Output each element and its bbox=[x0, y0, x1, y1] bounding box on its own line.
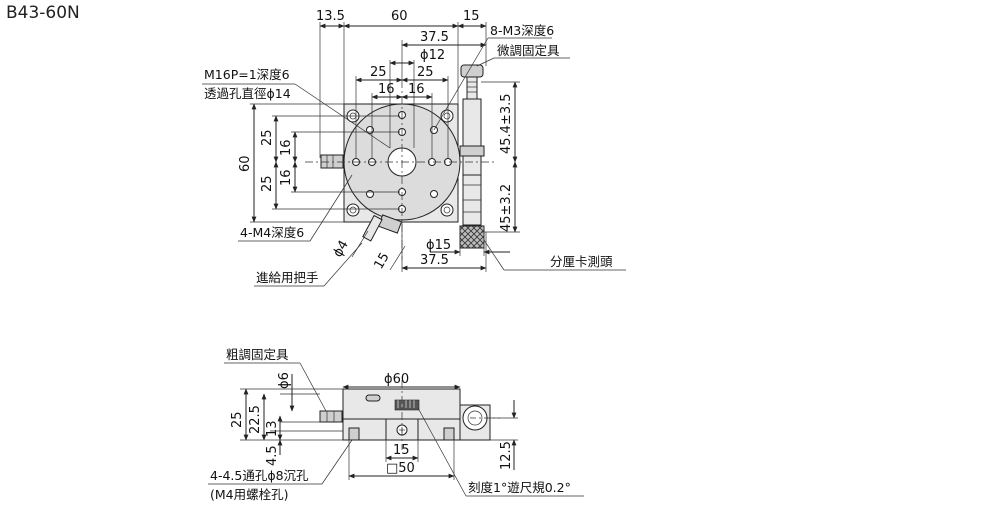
dim-travel-down: 45±3.2 bbox=[499, 184, 514, 232]
dim-h25: 25 bbox=[230, 411, 245, 428]
dim-h22-5: 22.5 bbox=[248, 405, 263, 434]
label-thru: 透過孔直徑ϕ14 bbox=[204, 86, 291, 101]
dim-width: 60 bbox=[391, 9, 408, 24]
dim-phi6: ϕ6 bbox=[277, 372, 292, 389]
dim-handle-dia: ϕ4 bbox=[330, 238, 351, 260]
dim-pitch-25b: 25 bbox=[417, 65, 434, 80]
label-m4: 4-M4深度6 bbox=[240, 225, 304, 240]
micrometer-head bbox=[459, 64, 485, 249]
micrometer-knob bbox=[459, 225, 485, 249]
angle-scale bbox=[394, 399, 420, 411]
dim-v16-top: 16 bbox=[279, 139, 294, 156]
label-coarse-lock: 粗調固定具 bbox=[226, 347, 289, 362]
label-m16: M16P=1深度6 bbox=[204, 67, 290, 82]
side-coarse-lock bbox=[319, 410, 343, 423]
dim-right-offset: 15 bbox=[463, 9, 480, 24]
dim-h13: 13 bbox=[265, 420, 280, 437]
dim-pitch-16a: 16 bbox=[378, 82, 395, 97]
model-title: B43-60N bbox=[6, 3, 80, 23]
dim-v16-bot: 16 bbox=[279, 169, 294, 186]
label-feed-handle: 進給用把手 bbox=[256, 270, 319, 285]
dim-bore: ϕ12 bbox=[420, 48, 445, 63]
dim-h4-5: 4.5 bbox=[265, 445, 280, 466]
dim-handle-len: 15 bbox=[371, 250, 392, 272]
label-scale: 刻度1°遊尺規0.2° bbox=[468, 480, 571, 495]
label-fine-lock: 微調固定具 bbox=[497, 43, 560, 58]
feed-handle bbox=[362, 214, 403, 242]
dim-left-offset: 13.5 bbox=[316, 9, 345, 24]
dim-pitch-25a: 25 bbox=[370, 65, 387, 80]
dim-height: 60 bbox=[238, 155, 253, 172]
dim-knob-dia: ϕ15 bbox=[426, 238, 451, 253]
coarse-lock-screw bbox=[320, 154, 344, 169]
dim-h12-5: 12.5 bbox=[499, 441, 514, 470]
dim-v25-top: 25 bbox=[260, 129, 275, 146]
dim-v25-bot: 25 bbox=[260, 175, 275, 192]
label-micrometer: 分厘卡測頭 bbox=[550, 254, 613, 269]
dim-w15: 15 bbox=[393, 443, 410, 458]
dim-bottom-375: 37.5 bbox=[420, 253, 449, 268]
dim-pitch-16b: 16 bbox=[408, 82, 425, 97]
label-counterbore: 4-4.5通孔ϕ8沉孔 bbox=[210, 468, 309, 483]
dim-half-plus: 37.5 bbox=[420, 30, 449, 45]
label-bolt: (M4用螺栓孔) bbox=[210, 487, 289, 502]
label-m3: 8-M3深度6 bbox=[490, 23, 554, 38]
top-view: 13.5 60 15 37.5 ϕ12 25 25 16 16 60 25 25 bbox=[202, 9, 626, 287]
dim-diameter: ϕ60 bbox=[384, 372, 409, 387]
side-view: ϕ60 ϕ6 25 22.5 13 4.5 15 □50 12.5 bbox=[208, 347, 584, 502]
dim-sq50: □50 bbox=[386, 461, 415, 476]
dim-travel-up: 45.4±3.5 bbox=[499, 93, 514, 154]
